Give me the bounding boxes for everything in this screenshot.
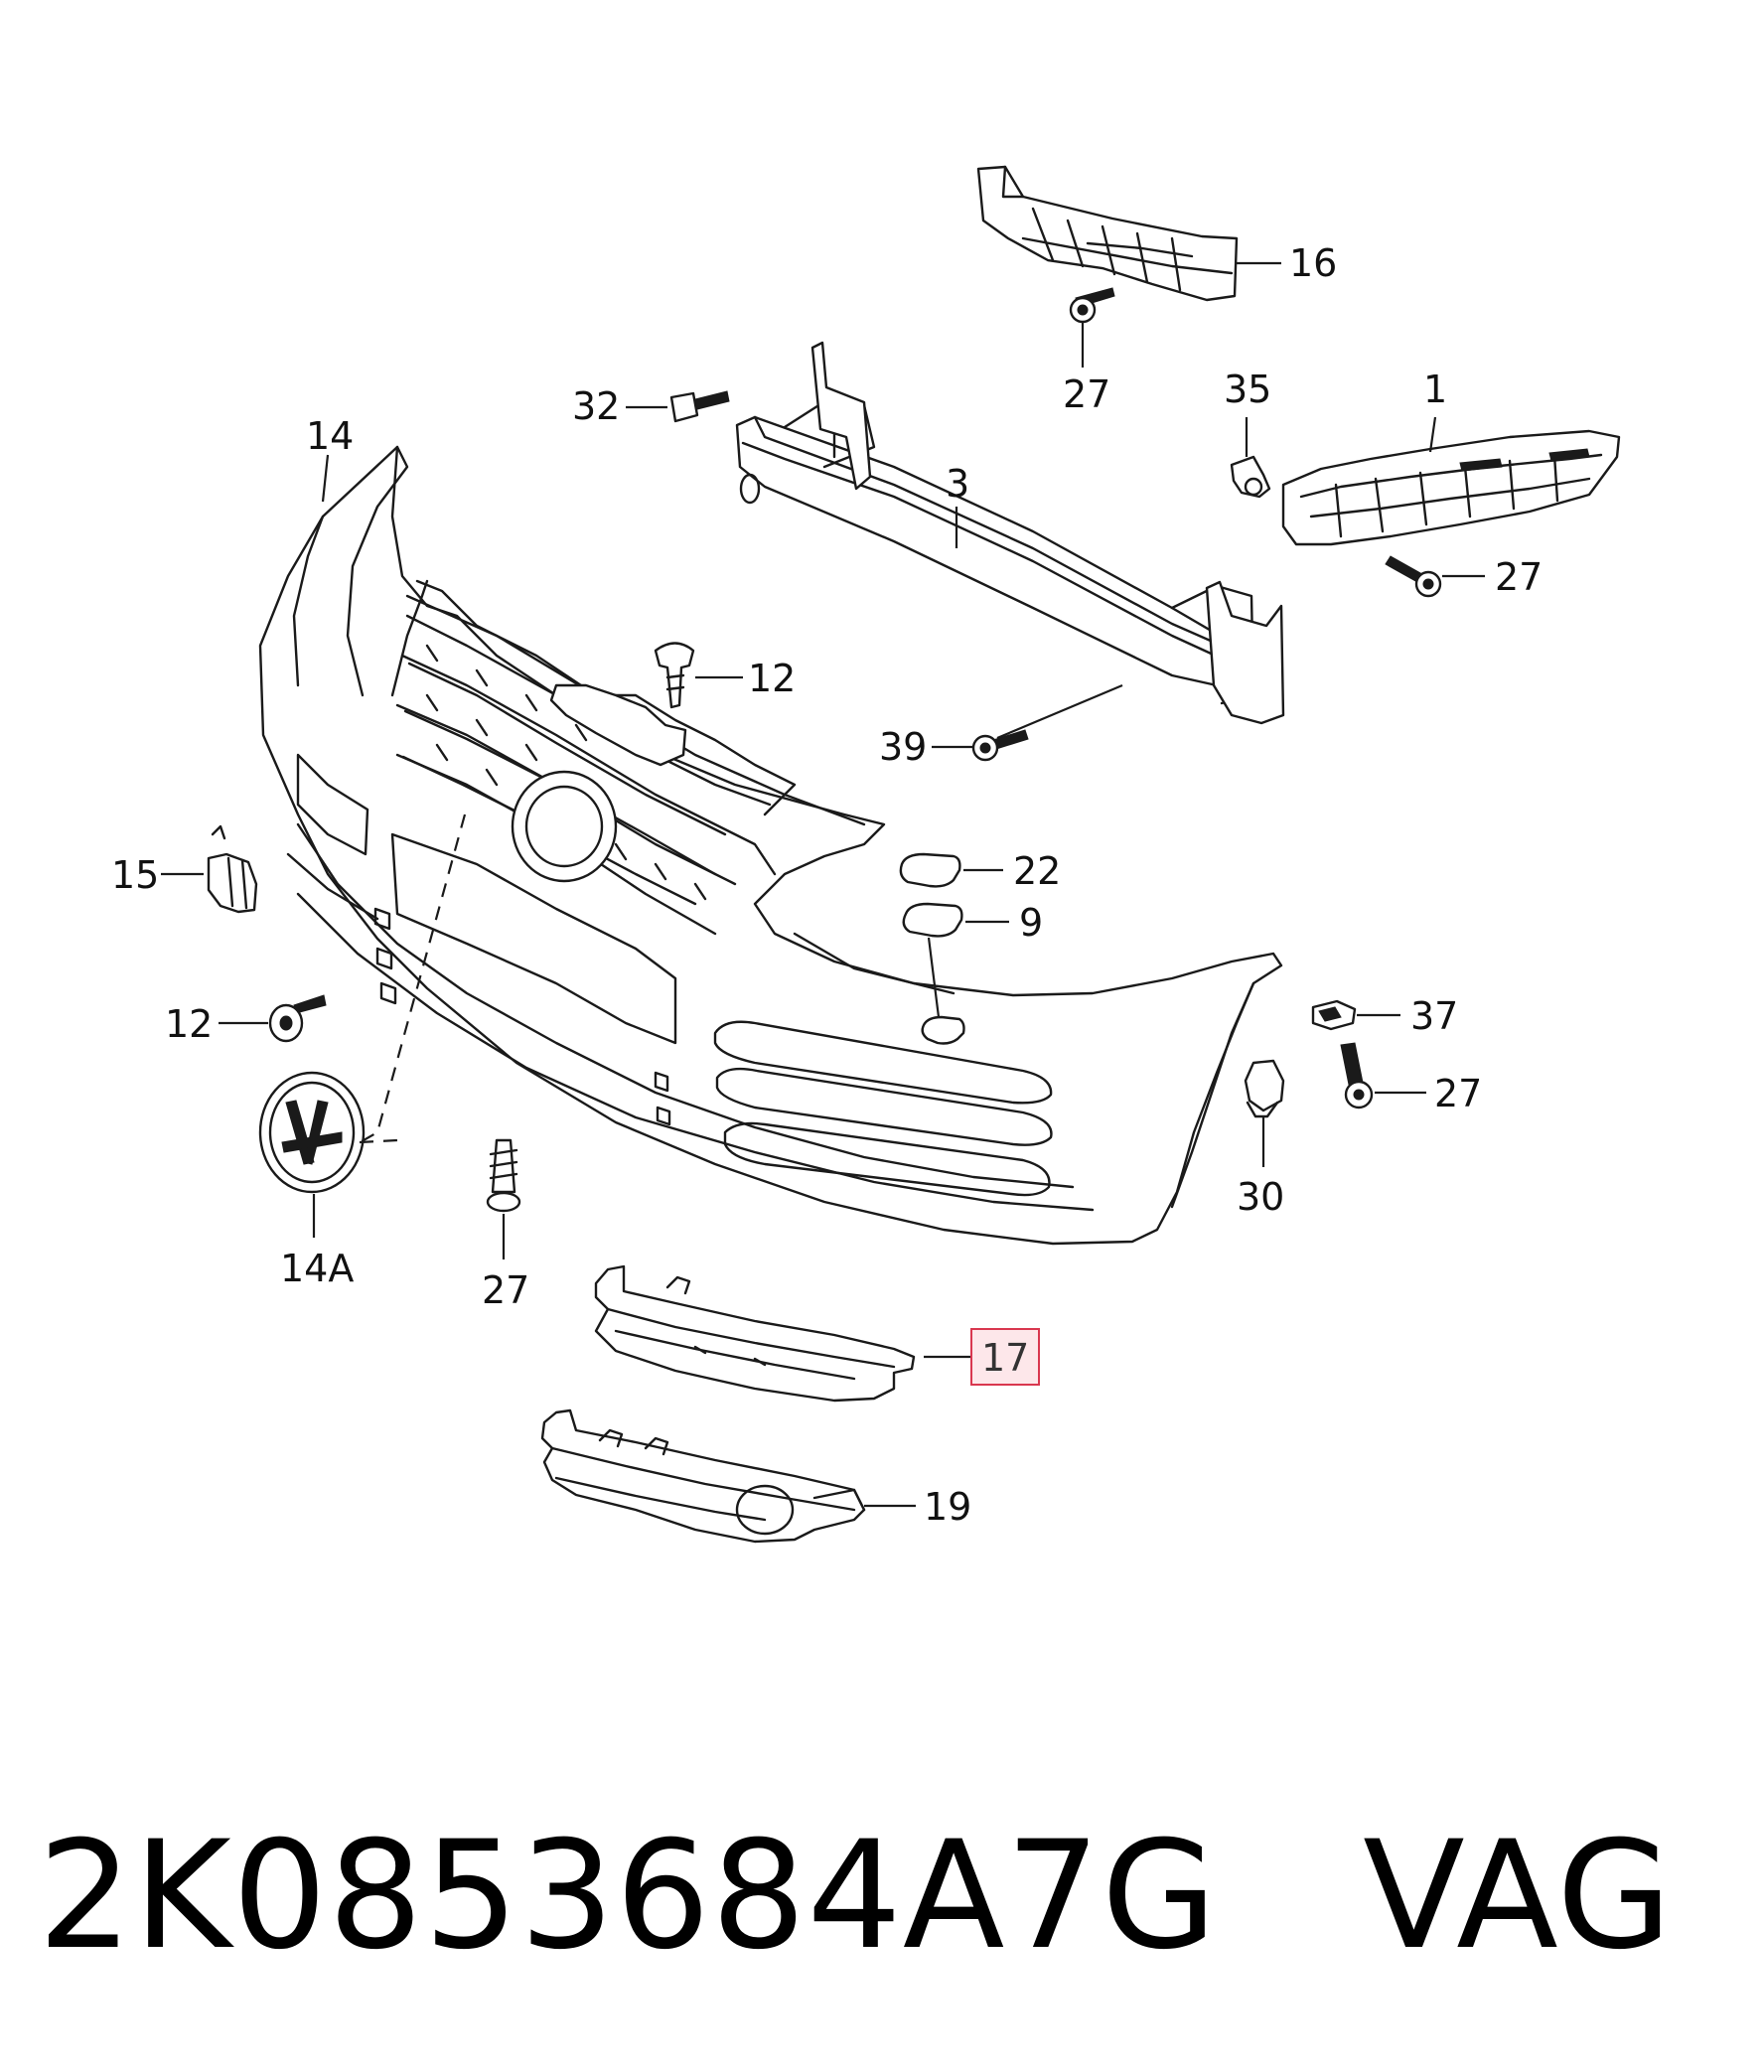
- part-14a-emblem: [258, 1071, 366, 1194]
- part-22-cap: [899, 852, 961, 888]
- callout-22: 22: [1013, 849, 1061, 893]
- callout-39: 39: [879, 725, 927, 769]
- callout-16: 16: [1289, 241, 1337, 285]
- part-30-clip: [1244, 1059, 1285, 1118]
- part-1-bracket: [1281, 429, 1621, 546]
- callout-12-upper: 12: [748, 657, 796, 700]
- part-16-bracket: [976, 165, 1239, 302]
- callout-14a: 14A: [280, 1247, 354, 1290]
- callout-37: 37: [1410, 994, 1458, 1038]
- part-35-clip: [1230, 455, 1271, 499]
- callout-9: 9: [1019, 901, 1043, 945]
- part-number-caption: 2K0853684A7G VAG: [38, 1810, 1673, 1983]
- part-14-bumper-cover: [258, 445, 1283, 1246]
- callout-labels: 16 27 35 1 32 3 14 27 12 39 22 9 15 12 3…: [111, 241, 1543, 1529]
- part-number: 2K0853684A7G: [38, 1810, 1219, 1983]
- callout-35: 35: [1224, 368, 1271, 411]
- part-9-cap: [902, 902, 965, 1045]
- part-17-grille-trim: [594, 1264, 916, 1403]
- part-12-clip-upper: [654, 642, 695, 709]
- callout-30: 30: [1237, 1175, 1284, 1219]
- callout-19: 19: [924, 1485, 971, 1529]
- callout-17: 17: [981, 1336, 1029, 1380]
- callout-27-top: 27: [1063, 372, 1110, 416]
- callout-15: 15: [111, 853, 159, 897]
- part-15-clip: [207, 824, 258, 914]
- callout-3: 3: [946, 462, 969, 506]
- part-12-clip-lower: [268, 994, 327, 1043]
- part-27-bolt-top: [1069, 287, 1115, 324]
- part-39-bolt: [971, 729, 1029, 762]
- part-3-impact-bar: [735, 341, 1285, 725]
- callout-14: 14: [306, 414, 354, 458]
- part-37-nut: [1311, 999, 1357, 1031]
- callout-27-right-upper: 27: [1495, 555, 1543, 599]
- part-19-fog-grille: [540, 1408, 866, 1544]
- part-27-bolt-right: [1385, 555, 1442, 598]
- part-27-screw-right: [1340, 1042, 1374, 1110]
- callout-32: 32: [572, 384, 620, 428]
- grille-insert: [401, 579, 797, 906]
- brand-name: VAG: [1363, 1810, 1674, 1983]
- leader-lines: [161, 261, 1485, 1508]
- callout-12-lower: 12: [165, 1002, 213, 1046]
- part-32-bolt: [669, 390, 730, 423]
- callout-1: 1: [1423, 368, 1447, 411]
- highlight-box-17: [970, 1328, 1040, 1386]
- callout-27-lower: 27: [482, 1268, 529, 1312]
- part-27-screw-lower: [486, 1138, 521, 1213]
- callout-27-right-lower: 27: [1434, 1072, 1482, 1115]
